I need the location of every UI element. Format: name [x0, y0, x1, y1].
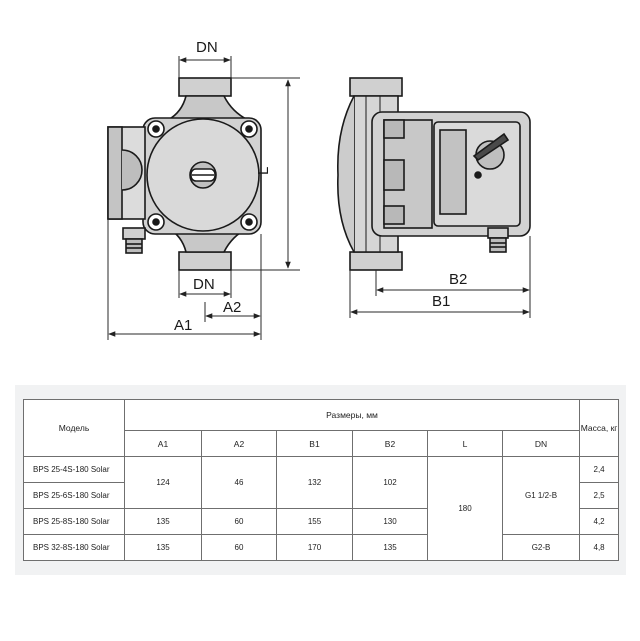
- a1-cell: 124: [124, 456, 202, 509]
- header-b2: B2: [352, 430, 428, 457]
- side-dimensions: [349, 236, 531, 318]
- b1-label: B1: [432, 293, 450, 310]
- b1-cell: 155: [276, 508, 353, 535]
- table-row: BPS 25-4S-180 Solar 124 46 132 102 180 G…: [23, 456, 620, 561]
- model-cell: BPS 32-8S-180 Solar: [23, 534, 125, 561]
- dn-cell: G1 1/2-B: [501, 456, 581, 535]
- header-mass: Масса, кг: [579, 399, 620, 457]
- pump-dimension-drawing: DN DN A2 A1 L B2 B: [107, 39, 531, 340]
- a2-cell: 60: [201, 508, 277, 535]
- table-row: BPS 32-8S-180 Solar 135 60 170 135 G2-B …: [23, 534, 620, 561]
- header-b1: B1: [276, 430, 353, 457]
- mass-cell: 2,4: [579, 456, 620, 483]
- a1-cell: 135: [124, 534, 202, 561]
- table-row: BPS 25-8S-180 Solar 135 60 155 130 4,2: [23, 508, 620, 535]
- model-cell: BPS 25-6S-180 Solar: [23, 482, 125, 509]
- b1-cell: 132: [276, 456, 353, 509]
- a1-cell: 135: [124, 508, 202, 535]
- spec-table-panel: Модель Размеры, мм Масса, кг A1 A2 B1 B2…: [15, 385, 626, 575]
- mass-cell: 2,5: [579, 482, 620, 509]
- model-cell: BPS 25-4S-180 Solar: [23, 456, 125, 483]
- l-cell: 180: [427, 456, 503, 561]
- table-row: BPS 25-6S-180 Solar 2,5: [23, 482, 620, 509]
- dn-bottom-label: DN: [193, 276, 215, 293]
- front-dimensions: [107, 56, 300, 340]
- b2-cell: 135: [352, 534, 428, 561]
- l-label: L: [255, 167, 272, 175]
- b2-label: B2: [449, 271, 467, 288]
- mass-cell: 4,2: [579, 508, 620, 535]
- model-cell: BPS 25-8S-180 Solar: [23, 508, 125, 535]
- dn-top-label: DN: [196, 39, 218, 56]
- dn-cell: G2-B: [501, 534, 581, 561]
- header-a1: A1: [124, 430, 202, 457]
- header-a2: A2: [201, 430, 277, 457]
- front-view: [107, 77, 262, 271]
- a2-cell: 60: [201, 534, 277, 561]
- side-view: [337, 77, 531, 271]
- header-dn: DN: [501, 430, 581, 457]
- header-dimensions: Размеры, мм: [123, 399, 581, 431]
- b1-cell: 170: [276, 534, 353, 561]
- b2-cell: 130: [352, 508, 428, 535]
- a2-cell: 46: [201, 456, 277, 509]
- a2-label: A2: [223, 299, 241, 316]
- mass-cell: 4,8: [579, 534, 620, 561]
- header-l: L: [427, 430, 503, 457]
- spec-table: Модель Размеры, мм Масса, кг A1 A2 B1 B2…: [23, 399, 620, 561]
- b2-cell: 102: [352, 456, 428, 509]
- header-model: Модель: [23, 399, 125, 457]
- a1-label: A1: [174, 317, 192, 334]
